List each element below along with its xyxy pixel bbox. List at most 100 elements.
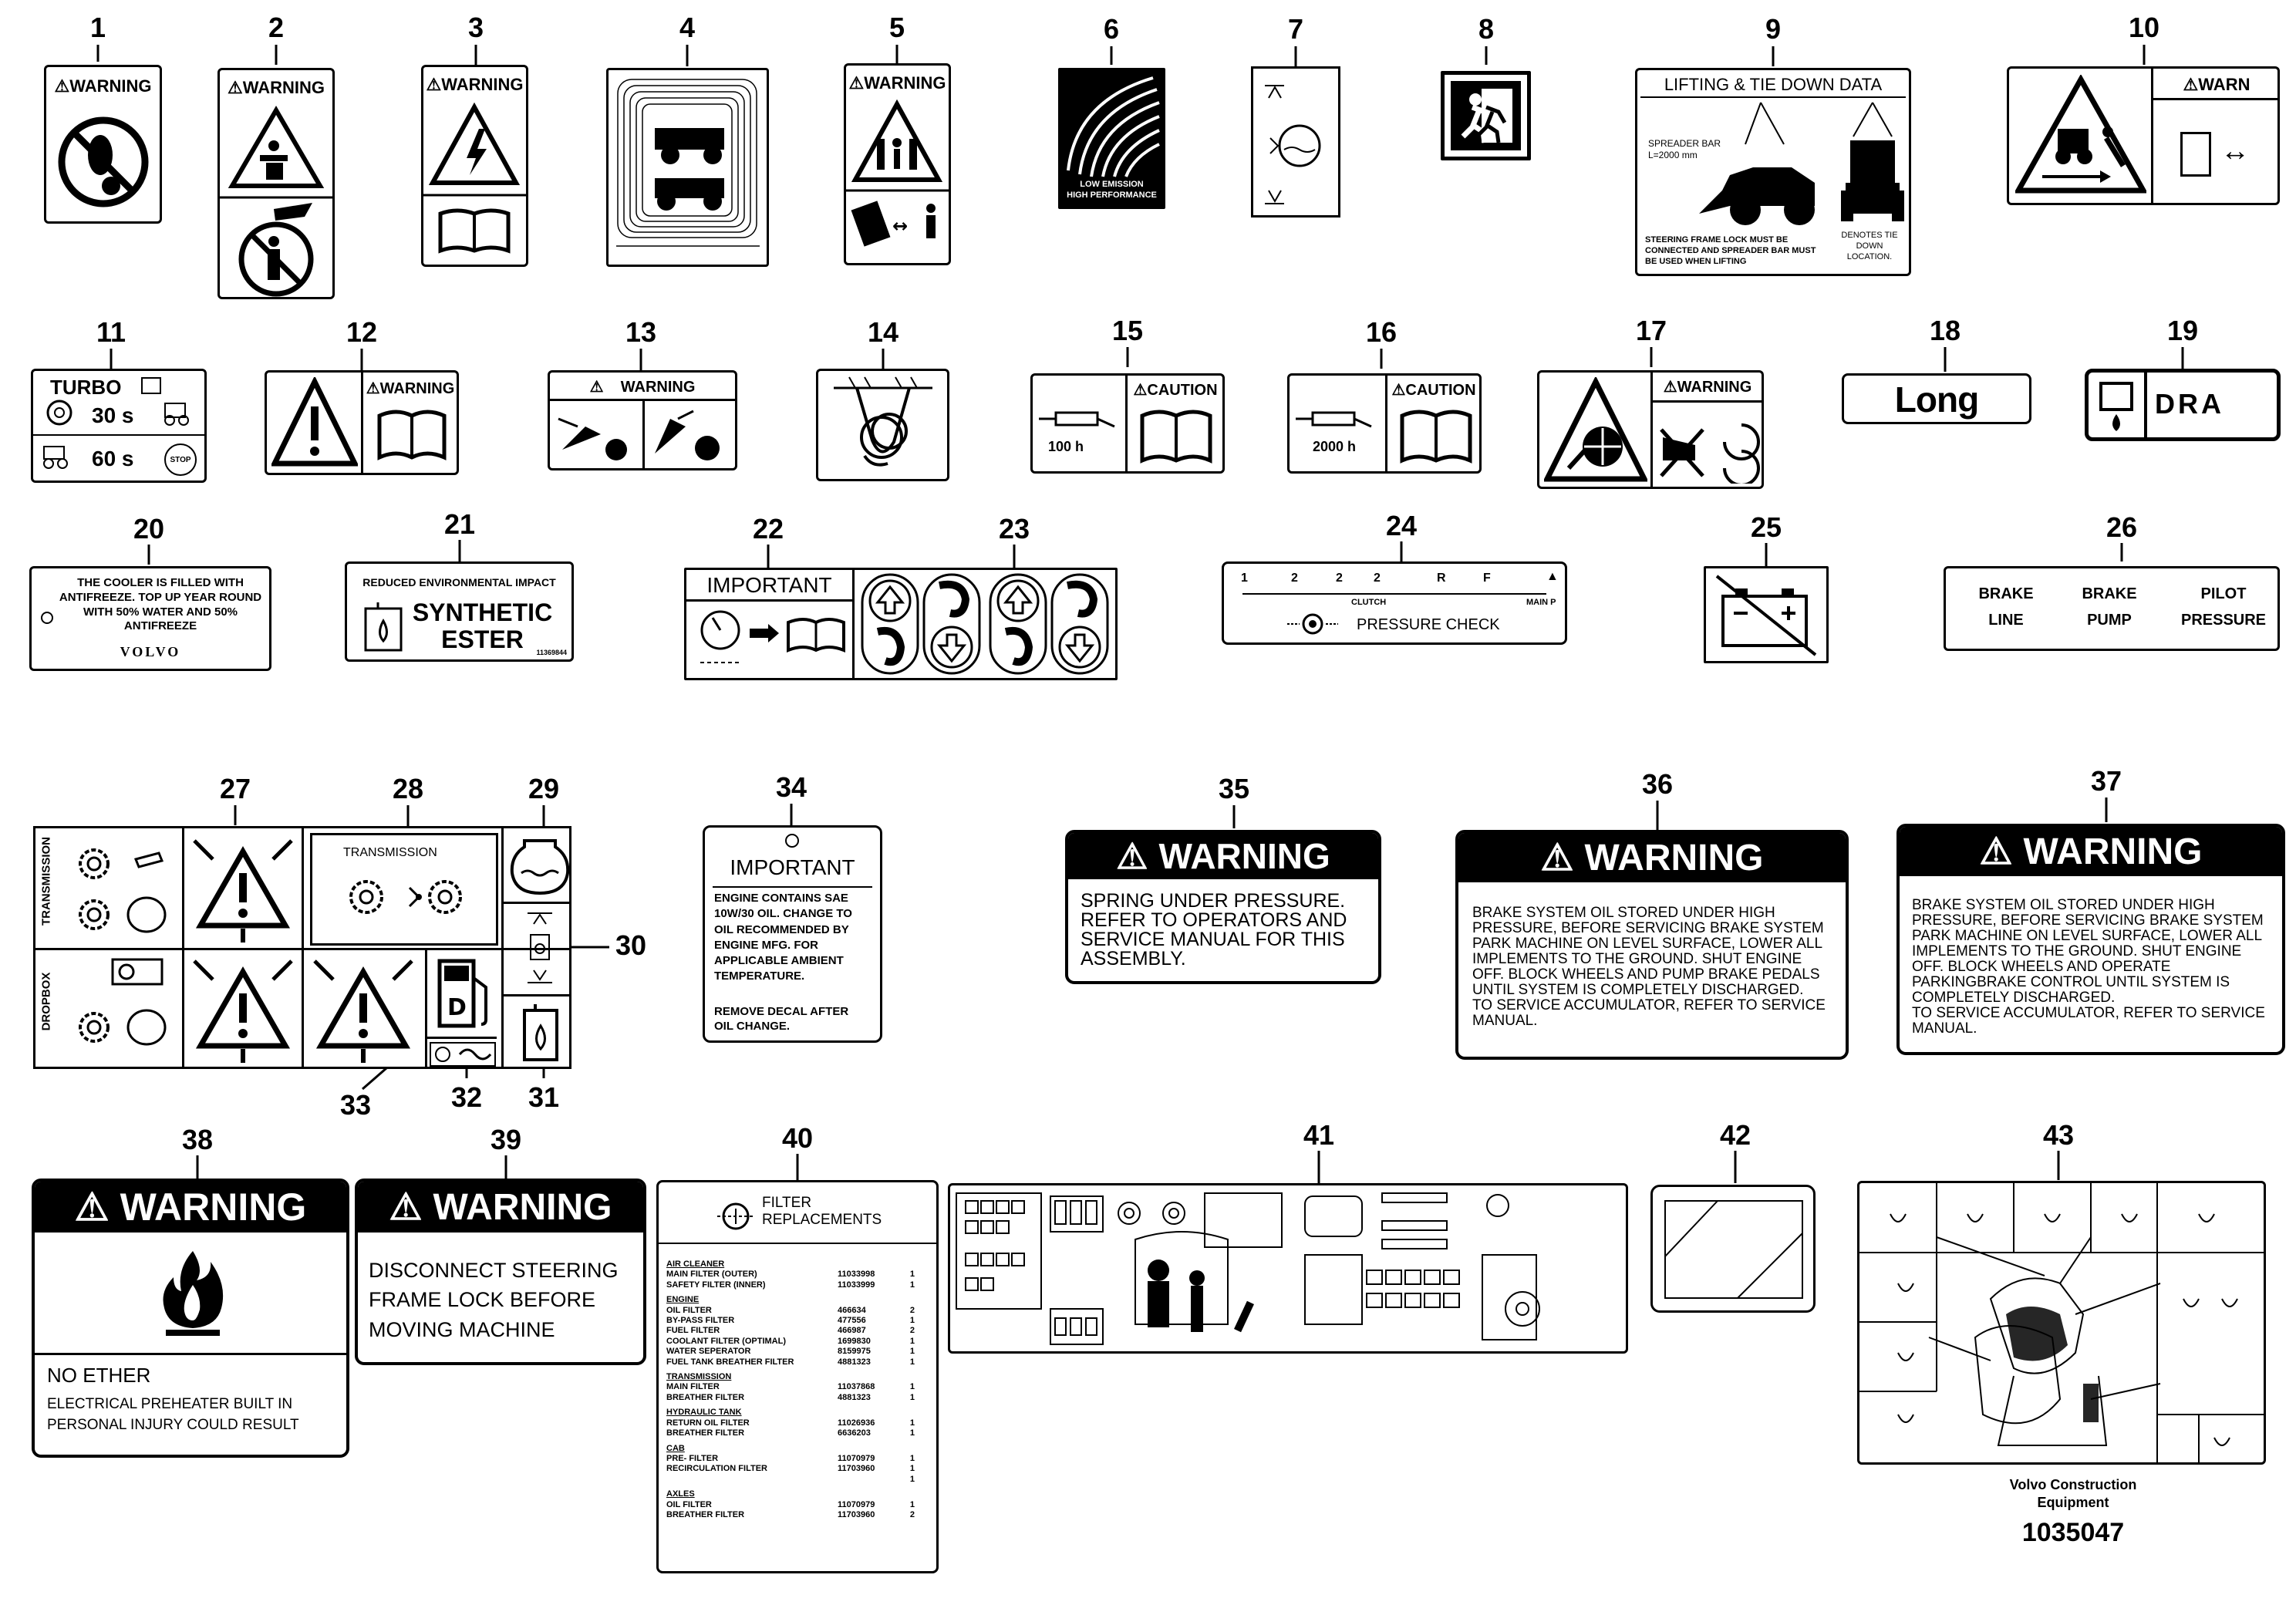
callout-7: 7 bbox=[1287, 13, 1304, 45]
hook-direction-icons bbox=[861, 573, 1109, 675]
manual-book-icon bbox=[1140, 410, 1212, 464]
callout-32: 32 bbox=[450, 1081, 483, 1113]
lifting-hook-icon bbox=[834, 376, 932, 467]
callout-34: 34 bbox=[775, 771, 807, 803]
double-arrow-icon: ↔ bbox=[2220, 135, 2250, 167]
part-code: 11369844 bbox=[536, 649, 567, 656]
stop-icon: STOP bbox=[164, 443, 197, 476]
important-title: IMPORTANT bbox=[706, 573, 832, 597]
filter-name: MAIN FILTER (OUTER) bbox=[666, 1270, 757, 1280]
warning-header: ⚠WARNING bbox=[1900, 827, 2282, 876]
callout-15: 15 bbox=[1111, 315, 1144, 346]
callout-16: 16 bbox=[1365, 316, 1397, 348]
filter-part: 11026936 bbox=[838, 1418, 875, 1428]
drain-text: DRA bbox=[2155, 388, 2224, 420]
filter-qty: 2 bbox=[909, 1509, 915, 1519]
filter-name: OIL FILTER bbox=[666, 1499, 712, 1509]
filter-name: BREATHER FILTER bbox=[666, 1428, 745, 1438]
filter-section-head: CAB bbox=[666, 1443, 685, 1453]
filter-qty: 1 bbox=[909, 1382, 915, 1392]
warning-label: ⚠ WARNING bbox=[589, 379, 696, 396]
decal-19-drain: DRA bbox=[2085, 369, 2281, 441]
clutch-label: CLUTCH bbox=[1351, 598, 1387, 607]
spring-warning-text: SPRING UNDER PRESSURE. REFER TO OPERATOR… bbox=[1081, 890, 1347, 969]
tick-4: 2 bbox=[1374, 572, 1381, 585]
tie-down-note: DENOTES TIE DOWN LOCATION. bbox=[1841, 231, 1898, 261]
filter-icon bbox=[717, 1202, 754, 1230]
grease-gun-icon bbox=[1039, 411, 1115, 428]
battery-disconnect-icon bbox=[1715, 575, 1817, 656]
filter-qty: 1 bbox=[909, 1347, 915, 1357]
decal-5-articulation: ⚠WARNING ↔ bbox=[844, 63, 951, 265]
tick-6: F bbox=[1483, 572, 1491, 585]
warning-header: ⚠WARNING bbox=[1458, 833, 1846, 882]
decal-11-turbo: TURBO 30 s 60 s STOP bbox=[31, 369, 207, 483]
cab-controls-diagram bbox=[1859, 1183, 2264, 1462]
callout-26: 26 bbox=[2106, 511, 2138, 543]
level-indicator-icon bbox=[528, 912, 552, 983]
decal-17-fan-hazard: ⚠WARNING bbox=[1537, 370, 1764, 489]
filter-part: 6636203 bbox=[838, 1428, 871, 1438]
callout-27: 27 bbox=[219, 773, 251, 804]
warning-pressure-icon-3 bbox=[313, 959, 413, 1063]
warning-label: ⚠WARN bbox=[2183, 75, 2250, 94]
hydraulic-tank-icon bbox=[523, 1004, 558, 1061]
warning-triangle-icon: ⚠ bbox=[2183, 75, 2199, 94]
callout-13: 13 bbox=[625, 316, 657, 348]
filter-part: 1699830 bbox=[838, 1336, 871, 1346]
callout-30: 30 bbox=[615, 929, 647, 961]
turbo-title: TURBO bbox=[50, 376, 122, 399]
filter-part: 4881323 bbox=[838, 1357, 871, 1367]
warning-label: ⚠WARNING bbox=[848, 73, 946, 93]
callout-8: 8 bbox=[1478, 13, 1495, 45]
filter-qty: 1 bbox=[909, 1270, 915, 1280]
filter-name: FUEL TANK BREATHER FILTER bbox=[666, 1357, 794, 1367]
filter-row: 1 bbox=[666, 1475, 929, 1485]
decal-24-pressure-check: 1 2 2 2 R F ▲ CLUTCH MAIN P PRESSURE CHE… bbox=[1222, 561, 1567, 645]
warning-triangle-icon: ⚠ bbox=[1116, 836, 1148, 876]
filter-name: BREATHER FILTER bbox=[666, 1392, 745, 1402]
part-number: 1035047 bbox=[2021, 1518, 2125, 1547]
callout-12: 12 bbox=[346, 316, 378, 348]
emission-swirl-icon bbox=[1060, 70, 1163, 178]
callout-6: 6 bbox=[1103, 13, 1120, 45]
decal-15-caution-100h: ⚠CAUTION 100 h bbox=[1030, 373, 1225, 474]
decal-36-brake-warning: ⚠WARNING BRAKE SYSTEM OIL STORED UNDER H… bbox=[1455, 830, 1849, 1060]
decal-16-caution-2000h: ⚠CAUTION 2000 h bbox=[1287, 373, 1482, 474]
callout-1: 1 bbox=[89, 12, 106, 43]
decal-42-blank bbox=[1650, 1185, 1816, 1313]
filter-name: COOLANT FILTER (OPTIMAL) bbox=[666, 1336, 786, 1346]
decal-10-run-over: ⚠WARN ↔ bbox=[2007, 66, 2280, 205]
filter-part: 11037868 bbox=[838, 1382, 875, 1392]
decal-41-dashboard bbox=[948, 1183, 1628, 1354]
filter-name: BREATHER FILTER bbox=[666, 1509, 745, 1519]
arrow-up-icon: ▲ bbox=[1546, 570, 1559, 583]
emergency-exit-icon bbox=[1451, 81, 1521, 150]
callout-23: 23 bbox=[998, 513, 1030, 545]
warning-label: ⚠WARNING bbox=[366, 380, 455, 397]
decal-18-long-boom: Long Boom bbox=[1842, 373, 2031, 424]
filter-qty: 1 bbox=[909, 1316, 915, 1326]
gauge-to-manual-icon bbox=[700, 610, 845, 663]
tractor-icon-2 bbox=[43, 446, 68, 469]
warning-label: ⚠WARNING bbox=[54, 76, 152, 96]
warning-triangle-icon: ⚠ bbox=[54, 76, 70, 96]
filter-name bbox=[666, 1475, 838, 1485]
decal-23-hook-arrows bbox=[852, 568, 1118, 680]
decal-37-brake-warning: ⚠WARNING BRAKE SYSTEM OIL STORED UNDER H… bbox=[1896, 824, 2285, 1055]
bucket-hazard-icon-2 bbox=[655, 410, 720, 460]
machine-diagram-icon bbox=[616, 79, 760, 247]
caution-label: ⚠CAUTION bbox=[1133, 382, 1218, 399]
filter-name: MAIN FILTER bbox=[666, 1382, 720, 1392]
svg-text:D: D bbox=[447, 994, 467, 1021]
diesel-fuel-icon: D bbox=[437, 959, 487, 1028]
book-icon bbox=[141, 377, 161, 394]
filter-part: 466987 bbox=[838, 1326, 866, 1336]
